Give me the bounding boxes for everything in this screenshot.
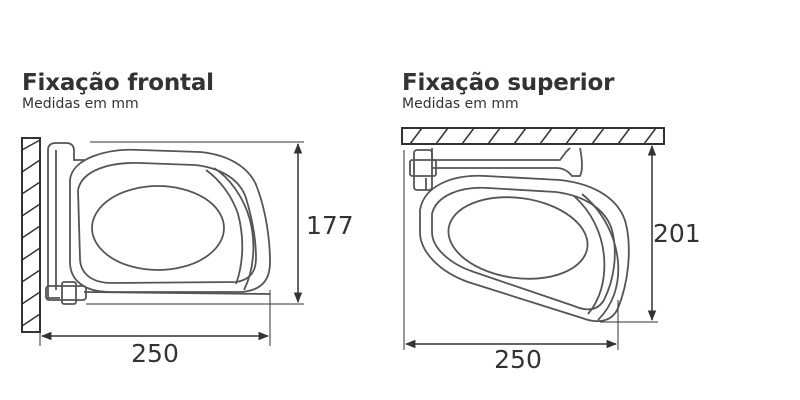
front-mount-title: Fixação frontal: [22, 70, 214, 96]
front-bracket: [45, 142, 87, 305]
top-mount-drawing: [401, 127, 665, 350]
top-bracket: [409, 147, 583, 191]
top-width-label: 250: [494, 345, 542, 374]
front-mount-subtitle: Medidas em mm: [22, 96, 139, 112]
front-height-label: 177: [306, 211, 354, 240]
front-seat: [69, 148, 271, 295]
front-width-label: 250: [131, 339, 179, 368]
top-mount-title: Fixação superior: [402, 70, 615, 96]
wall-hatch: [21, 137, 41, 333]
front-mount-drawing: [21, 137, 304, 346]
top-mount-subtitle: Medidas em mm: [402, 96, 519, 112]
top-height-label: 201: [653, 219, 701, 248]
top-seat: [419, 174, 630, 323]
ceiling-hatch: [401, 127, 665, 145]
